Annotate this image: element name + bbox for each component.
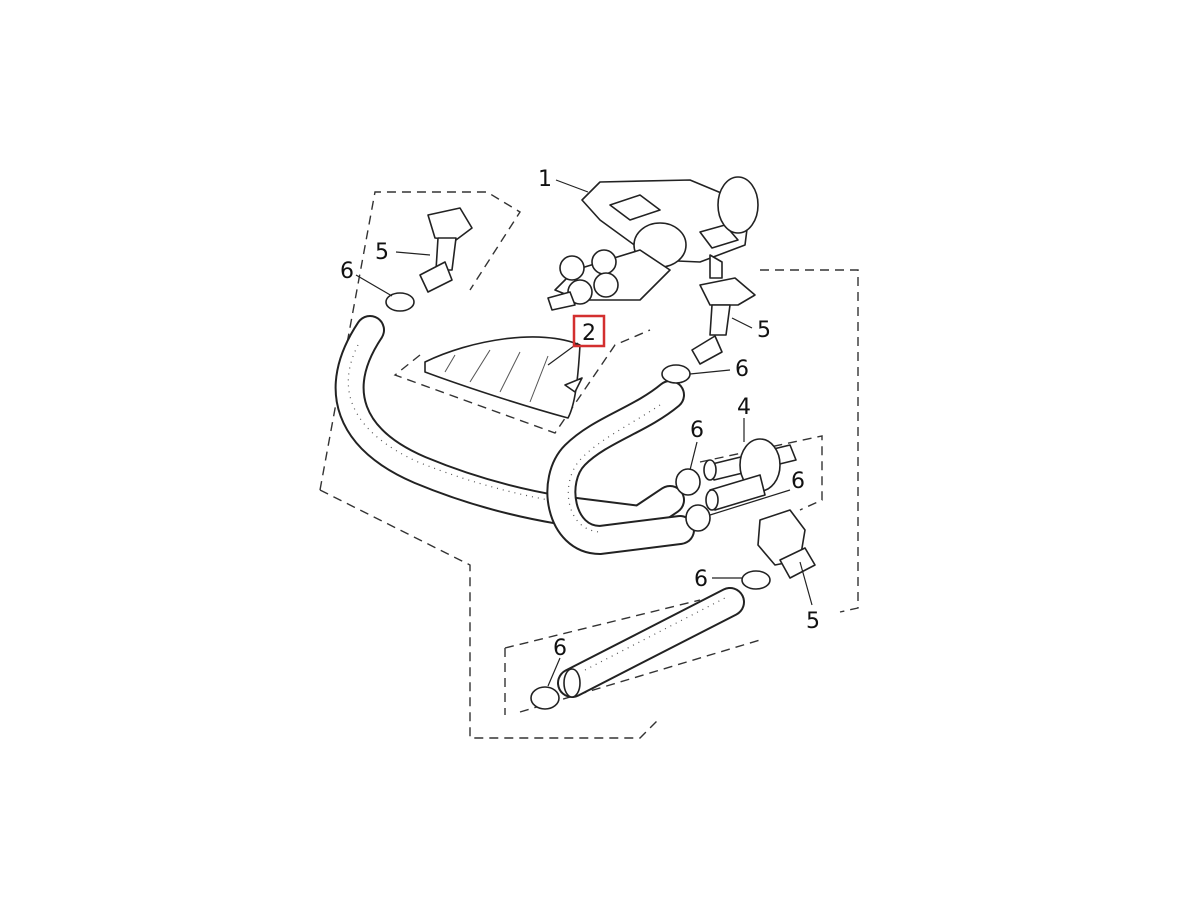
hose-clamp-a — [385, 292, 415, 312]
callout-6-b: 6 — [735, 357, 749, 382]
hose-clamp-f — [530, 686, 560, 710]
heat-shield — [424, 336, 583, 419]
leader-5c — [799, 561, 813, 606]
hose-connector-top-right — [691, 277, 756, 365]
callout-2: 2 — [582, 321, 596, 346]
group-boundary-left-lower — [319, 489, 661, 739]
hose-connector-top-left — [419, 207, 473, 293]
callout-6-a: 6 — [340, 259, 354, 284]
callout-1: 1 — [538, 167, 552, 192]
leader-6b — [689, 369, 731, 375]
leader-6d — [709, 489, 791, 516]
hose-clamp-e — [741, 570, 771, 590]
group-boundary-right — [760, 269, 859, 613]
group-boundary-inner — [393, 329, 651, 434]
hose-right — [546, 380, 695, 555]
callout-2-highlight-box — [572, 314, 606, 348]
hose-connector-right — [757, 509, 816, 579]
leader-6c — [689, 441, 698, 471]
callout-6-c: 6 — [690, 418, 704, 443]
callout-6-e: 6 — [694, 567, 708, 592]
hose-clamp-b — [661, 364, 691, 384]
leader-6f — [547, 657, 561, 687]
callout-5-top-left: 5 — [375, 240, 389, 265]
hose-clamp-d — [685, 504, 711, 532]
heater-valve-assembly — [547, 176, 759, 311]
hose-left — [334, 315, 685, 535]
leader-1 — [555, 179, 589, 193]
callout-4: 4 — [737, 395, 751, 420]
group-boundary-bottom — [504, 599, 761, 715]
group-boundary-left — [319, 191, 521, 491]
callout-5-top-right: 5 — [757, 318, 771, 343]
callout-6-d: 6 — [791, 469, 805, 494]
leader-5a — [395, 251, 431, 256]
t-connector — [703, 438, 797, 511]
callout-6-f: 6 — [553, 636, 567, 661]
callout-5-right: 5 — [806, 609, 820, 634]
leader-5b — [731, 317, 753, 329]
hose-clamp-c — [675, 468, 701, 496]
leader-6a — [355, 274, 393, 297]
hose-bottom — [557, 587, 745, 698]
